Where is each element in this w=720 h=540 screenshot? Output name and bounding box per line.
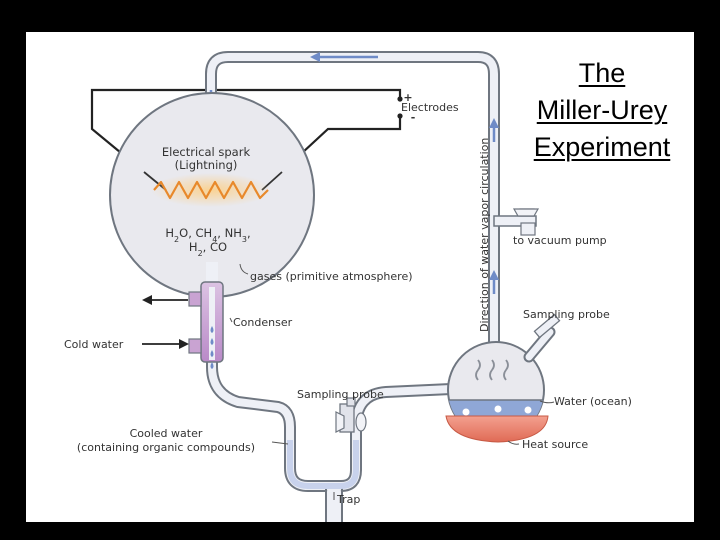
water-in-arrow: [142, 339, 189, 349]
spark-label-line1: Electrical spark: [162, 145, 251, 159]
formula-text: H: [189, 240, 198, 254]
electrode-minus-label: -: [411, 111, 416, 124]
water-ocean-label: Water (ocean): [554, 395, 632, 408]
spark-label-line2: (Lightning): [175, 158, 238, 172]
vacuum-pump-label: to vacuum pump: [513, 234, 607, 247]
formula-text: ,: [247, 226, 251, 240]
title-line-1: The: [578, 58, 626, 88]
formula-subscript: 2: [174, 235, 179, 244]
sampling-probe-mid-label: Sampling probe: [297, 388, 384, 401]
electrodes-label: Electrodes: [401, 101, 459, 114]
trap-label: Trap: [336, 493, 360, 506]
formula-text: O, CH: [179, 226, 212, 240]
miller-urey-diagram: Electrical spark (Lightning) H2O, CH4, N…: [64, 51, 632, 522]
formula-text: , NH: [217, 226, 242, 240]
leader-lines: [229, 263, 555, 500]
molecules-line2: H2, CO: [189, 240, 227, 258]
condenser-label: Condenser: [233, 316, 293, 329]
heat-source: [445, 415, 549, 443]
gases-label: gases (primitive atmosphere): [250, 270, 413, 283]
vacuum-valve: [493, 208, 540, 236]
electrode-plus-label: +: [403, 91, 412, 104]
sampling-probe-top-label: Sampling probe: [523, 308, 610, 321]
condenser: [188, 281, 224, 369]
formula-subscript: 2: [198, 249, 203, 258]
sampling-probe-valve: [335, 397, 367, 433]
title-line-3: Experiment: [533, 132, 671, 162]
electrode-terminal-negative: [397, 113, 403, 119]
cooled-water-label-line2: (containing organic compounds): [77, 441, 255, 454]
cooled-water-label-line1: Cooled water: [130, 427, 203, 440]
water-out-arrow: [142, 295, 188, 305]
cold-water-label: Cold water: [64, 338, 124, 351]
trap-water: [287, 440, 359, 489]
formula-text: , CO: [203, 240, 227, 254]
title-line-2: Miller-Urey: [536, 95, 668, 125]
slide-title: The Miller-Urey Experiment: [512, 55, 692, 166]
formula-subscript: 4: [212, 235, 217, 244]
formula-text: H: [165, 226, 174, 240]
heat-source-label: Heat source: [522, 438, 588, 451]
spark-icon: [153, 180, 269, 200]
electrode-terminal-positive: [397, 96, 403, 102]
diagram-panel: Electrical spark (Lightning) H2O, CH4, N…: [26, 32, 694, 522]
circulation-label: Direction of water vapor circulation: [478, 138, 491, 332]
molecules-line1: H2O, CH4, NH3,: [165, 226, 250, 244]
formula-subscript: 3: [242, 235, 247, 244]
